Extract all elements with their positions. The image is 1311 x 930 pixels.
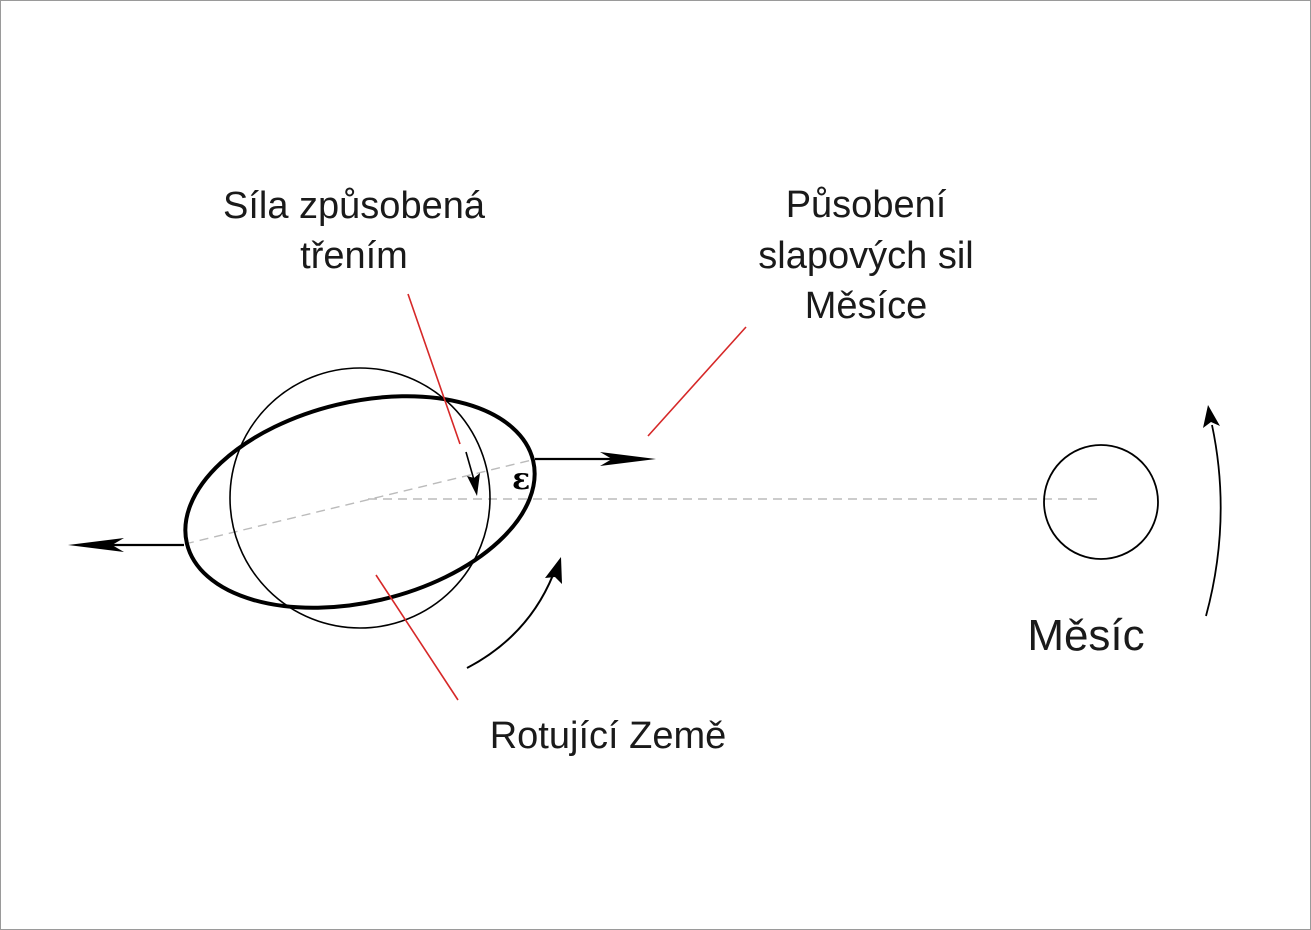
tidal-action-label-line3: Měsíce	[805, 285, 927, 327]
right-force-arrow	[535, 452, 656, 466]
friction-leader-line	[407, 293, 461, 445]
tidal-action-label-line1: Působení	[786, 184, 947, 226]
friction-force-label-line1: Síla způsobená	[223, 185, 486, 227]
earth-leader-line	[375, 574, 459, 701]
rotating-earth-label: Rotující Země	[490, 715, 727, 757]
bulge-axis	[184, 458, 537, 545]
moon-label: Měsíc	[1027, 611, 1144, 660]
left-force-arrow	[68, 538, 184, 552]
friction-arrow	[465, 451, 480, 496]
angle-epsilon-label: ε	[512, 462, 530, 497]
tidal-leader-line	[647, 326, 747, 437]
moon-circle	[1043, 444, 1159, 560]
friction-force-label-line2: třením	[300, 235, 408, 277]
tidal-action-label-line2: slapových sil	[758, 235, 973, 277]
tidal-bulge-ellipse	[183, 394, 537, 610]
earth-circle	[229, 367, 491, 629]
moon-orbit-arrow	[1203, 405, 1222, 617]
earth-rotation-arrow	[466, 557, 562, 669]
